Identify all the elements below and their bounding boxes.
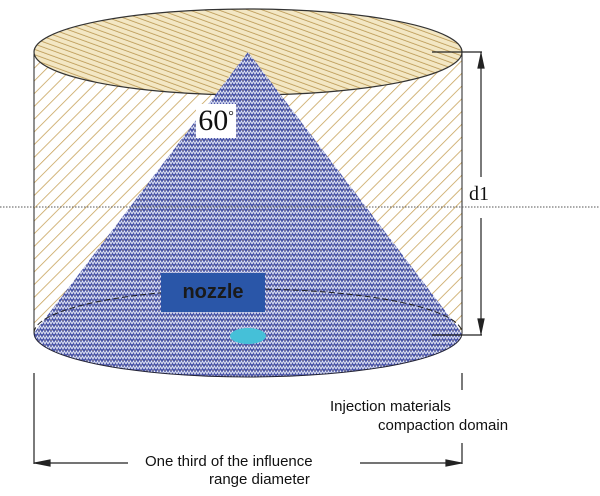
cone-base-outline <box>33 332 463 378</box>
injection-cone <box>34 52 462 377</box>
d1-label: d1 <box>469 183 489 205</box>
angle-label: 60° <box>196 104 236 138</box>
nozzle-text: nozzle <box>182 281 244 303</box>
degree-symbol: ° <box>228 109 234 124</box>
width-label-line2: range diameter <box>209 471 310 488</box>
angle-value: 60 <box>198 104 229 137</box>
nozzle-label: nozzle <box>161 273 265 312</box>
domain-label-line2: compaction domain <box>378 417 509 434</box>
width-label-line1: One third of the influence <box>145 453 313 470</box>
domain-label-line1: Injection materials <box>330 398 451 415</box>
nozzle-outlet <box>230 328 266 344</box>
width-dimension <box>33 373 463 467</box>
d1-dimension <box>432 51 485 336</box>
